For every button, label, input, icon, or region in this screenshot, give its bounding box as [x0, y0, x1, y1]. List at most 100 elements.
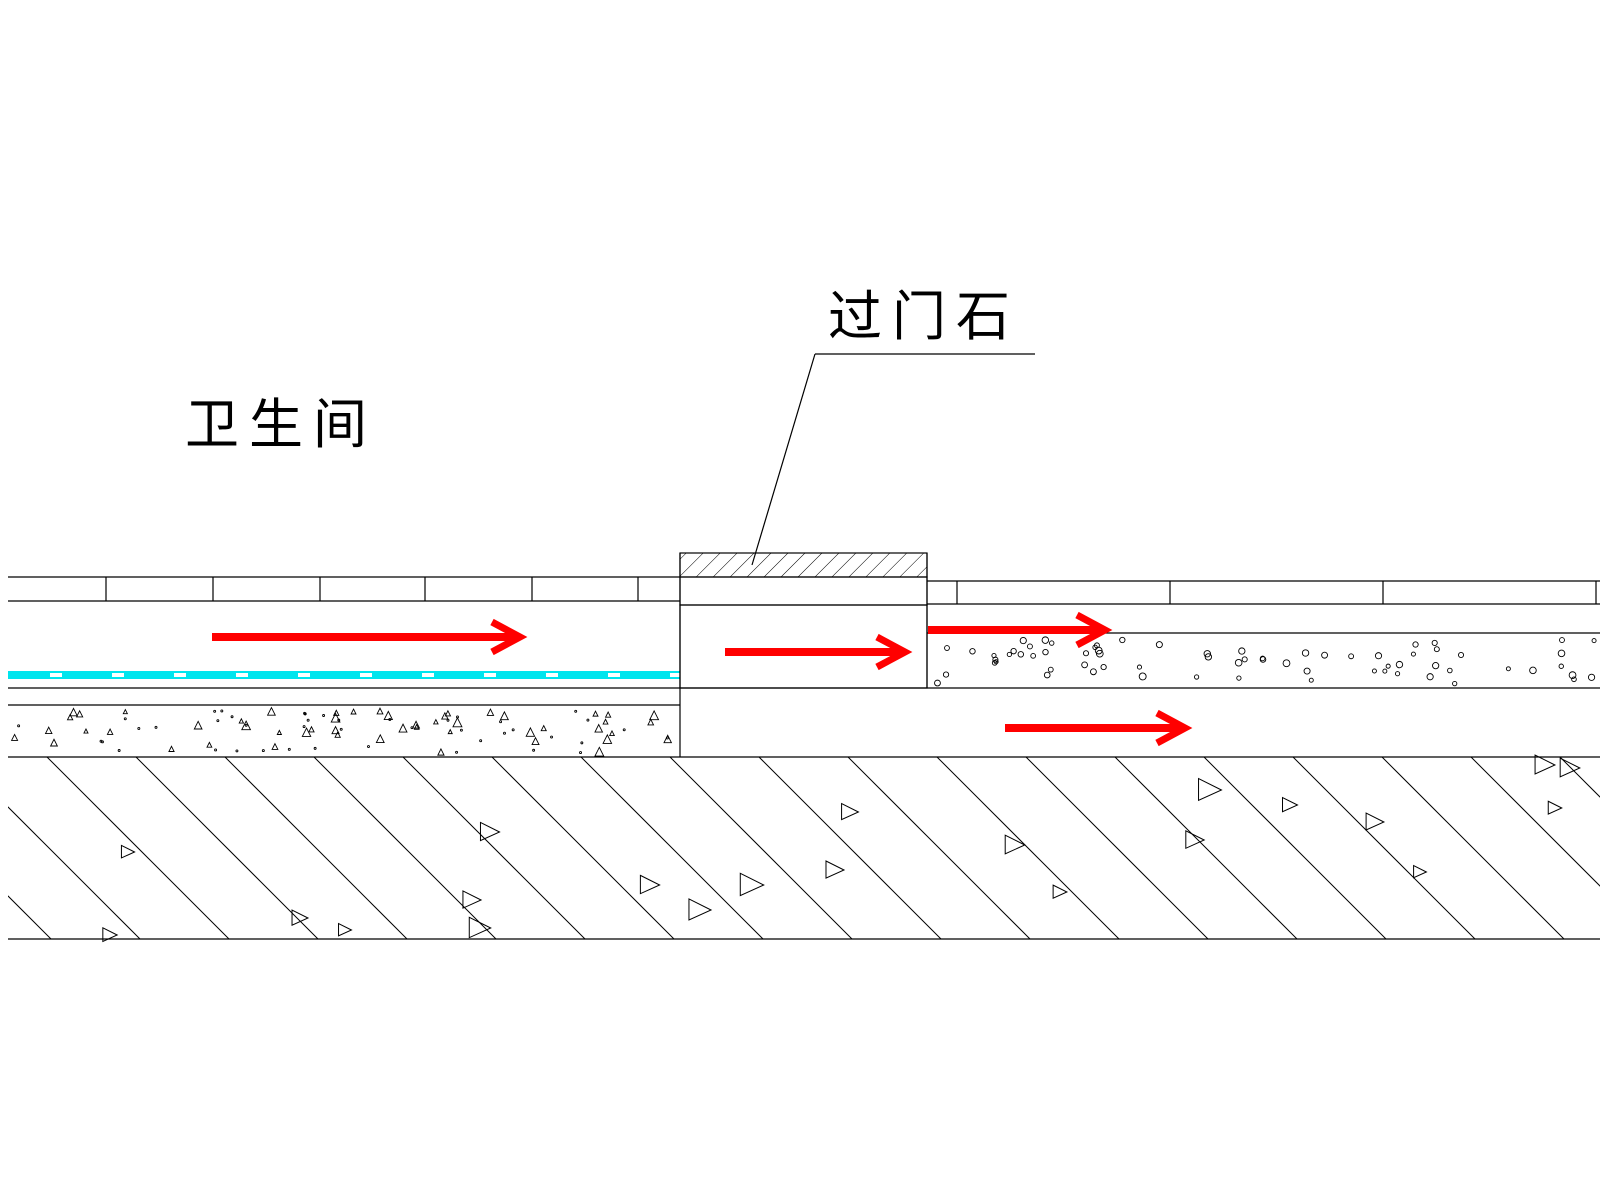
gravel-circle: [1090, 668, 1097, 676]
gravel-circle: [1559, 637, 1565, 644]
slab-hatch-line: [46, 757, 230, 939]
slab-aggregate-triangle: [1004, 834, 1026, 855]
aggregate-speck: [511, 728, 515, 732]
slab-aggregate-triangle: [1547, 800, 1563, 815]
aggregate-speck: [137, 726, 141, 730]
aggregate-speck: [230, 715, 234, 719]
gravel-circle: [1234, 658, 1243, 667]
aggregate-speck: [331, 725, 340, 735]
aggregate-speck: [574, 709, 578, 713]
aggregate-speck: [376, 707, 384, 715]
slab-aggregate-triangle: [1413, 864, 1428, 879]
aggregate-speck: [99, 739, 103, 743]
mortar-speckle-hatch: [10, 706, 673, 757]
slab-aggregate-triangle: [688, 898, 713, 921]
gravel-circle: [1371, 668, 1377, 674]
threshold-stone-label: 过门石: [828, 285, 1020, 348]
gravel-circle: [1431, 639, 1438, 646]
aggregate-speck: [586, 718, 590, 722]
aggregate-speck: [313, 746, 317, 750]
slab-aggregate-triangle: [1185, 830, 1206, 850]
aggregate-speck: [503, 731, 506, 735]
gravel-circle: [1301, 649, 1310, 657]
gravel-circle: [1138, 672, 1147, 681]
aggregate-speck: [322, 714, 326, 717]
gravel-circle: [1042, 648, 1049, 656]
aggregate-speck: [444, 709, 452, 717]
flow-arrow: [725, 633, 913, 671]
slab-hatch-line: [491, 757, 675, 939]
flow-arrow: [928, 611, 1113, 649]
gravel-circle: [1308, 677, 1314, 683]
slab-aggregate-triangle: [1198, 777, 1223, 802]
slab-hatch-line: [1470, 757, 1600, 887]
aggregate-speck: [602, 718, 609, 725]
aggregate-speck: [447, 728, 453, 735]
gravel-circle: [1587, 673, 1596, 681]
gravel-circle: [1155, 641, 1163, 649]
slab-aggregate-triangle: [1534, 754, 1557, 775]
aggregate-speck: [154, 725, 158, 729]
aggregate-speck: [334, 731, 342, 738]
aggregate-speck: [330, 712, 341, 723]
gravel-circle: [1395, 660, 1404, 669]
aggregate-speck: [580, 741, 584, 745]
slab-hatch-line: [580, 757, 764, 939]
gravel-circle: [1006, 651, 1012, 658]
gravel-circle: [1236, 675, 1242, 681]
gravel-circle: [1049, 640, 1055, 646]
aggregate-speck: [608, 729, 616, 736]
aggregate-speck: [622, 728, 626, 732]
aggregate-speck: [206, 741, 213, 748]
aggregate-speck: [413, 723, 420, 730]
gravel-circle: [1017, 651, 1025, 658]
slab-aggregate-triangle: [1282, 796, 1299, 813]
gravel-circle: [1382, 668, 1388, 674]
slab-hatch-line: [1559, 757, 1600, 798]
aggregate-speck: [459, 728, 463, 732]
aggregate-speck: [437, 747, 445, 756]
slab-hatch-line: [8, 806, 141, 939]
aggregate-speck: [499, 710, 510, 721]
gravel-circle: [1374, 652, 1383, 660]
aggregate-speck: [276, 729, 283, 735]
gravel-circle: [1433, 646, 1440, 653]
aggregate-speck: [69, 707, 78, 717]
aggregate-speck: [398, 723, 408, 733]
gravel-circle: [1410, 651, 1416, 657]
gravel-circle: [1043, 671, 1051, 679]
aggregate-speck: [383, 710, 394, 720]
gravel-circle: [1019, 636, 1027, 645]
aggregate-speck: [525, 726, 536, 737]
slab-hatch-line: [135, 757, 319, 939]
slab-aggregate-triangle: [468, 916, 492, 939]
aggregate-speck: [452, 716, 463, 728]
aggregate-speck: [499, 720, 503, 724]
aggregate-speck: [17, 724, 21, 728]
slab-aggregate-triangle: [825, 860, 846, 879]
gravel-circle: [1447, 667, 1453, 674]
slab-hatch-line: [313, 757, 497, 939]
gravel-circle: [1458, 651, 1465, 659]
aggregate-speck: [441, 711, 449, 720]
gravel-circle: [1529, 666, 1537, 675]
slab-hatch-line: [1381, 757, 1565, 939]
gravel-circle: [934, 679, 941, 687]
gravel-circle: [992, 656, 999, 663]
aggregate-speck: [193, 720, 203, 730]
aggregate-speck: [367, 745, 370, 749]
slab-aggregate-triangle: [1365, 812, 1386, 831]
slab-aggregate-triangle: [841, 802, 860, 821]
aggregate-speck: [49, 738, 59, 747]
slab-aggregate-triangle: [739, 872, 765, 897]
flow-arrow: [1005, 709, 1193, 747]
gravel-circle: [1241, 656, 1248, 663]
aggregate-speck: [302, 725, 306, 729]
aggregate-speck: [592, 710, 599, 717]
aggregate-speck: [339, 727, 343, 731]
mortar-gravel-hatch: [934, 636, 1597, 687]
gravel-circle: [1026, 643, 1033, 650]
aggregate-speck: [44, 726, 53, 735]
slab-aggregate-triangle: [479, 821, 501, 842]
aggregate-speck: [663, 734, 673, 744]
